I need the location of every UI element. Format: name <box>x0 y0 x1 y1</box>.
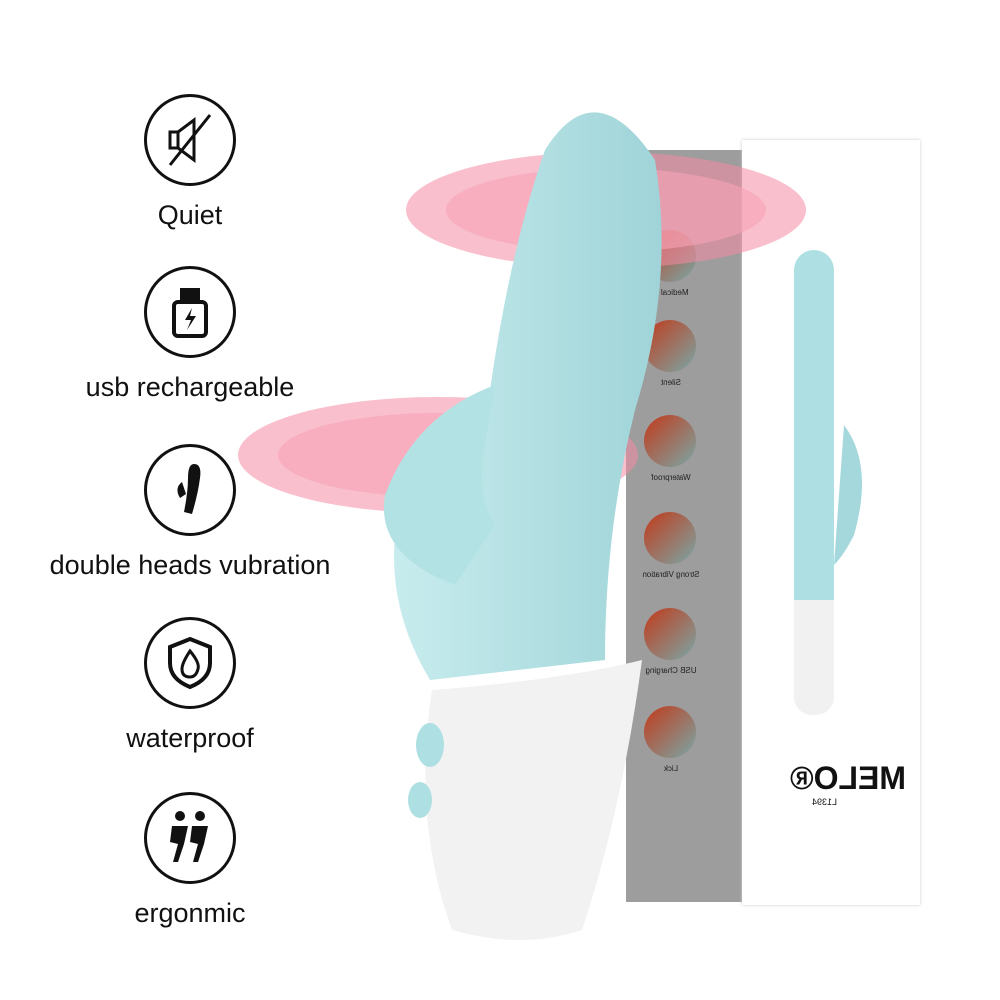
box-lick-icon <box>644 706 696 758</box>
control-button <box>416 723 444 767</box>
people-icon <box>144 792 236 884</box>
box-label: USB Charging <box>645 666 697 675</box>
water-shield-icon <box>144 617 236 709</box>
box-label: Silent <box>661 378 682 387</box>
box-label: Medical S <box>653 288 689 297</box>
feature-waterproof: waterproof <box>40 617 340 754</box>
box-waterproof-icon <box>644 415 696 467</box>
feature-ergonomic: ergonmic <box>40 792 340 929</box>
box-vibration-icon <box>644 512 696 564</box>
double-head-icon <box>144 444 236 536</box>
box-label: Waterproof <box>651 473 691 482</box>
box-label: Lick <box>663 764 679 773</box>
feature-usb: usb rechargeable <box>40 266 340 403</box>
feature-label: ergonmic <box>134 898 246 928</box>
box-product-image <box>794 250 862 715</box>
model-number: L1394 <box>812 797 838 807</box>
feature-label: waterproof <box>126 723 254 753</box>
feature-double-heads: double heads vubration <box>40 444 340 581</box>
feature-quiet: Quiet <box>40 94 340 231</box>
usb-icon <box>144 266 236 358</box>
brand-logo: MELO® <box>790 760 907 796</box>
box-usb-icon <box>644 608 696 660</box>
feature-label: Quiet <box>157 200 223 230</box>
box-medical-icon <box>644 230 696 282</box>
feature-label: double heads vubration <box>49 550 331 580</box>
muted-speaker-icon <box>144 94 236 186</box>
box-side-panel: Medical S Silent Waterproof Strong Vibra… <box>626 150 742 902</box>
box-silent-icon <box>644 320 696 372</box>
box-label: Strong Vibration <box>642 570 700 579</box>
control-button <box>408 782 432 818</box>
feature-label: usb rechargeable <box>85 372 295 402</box>
